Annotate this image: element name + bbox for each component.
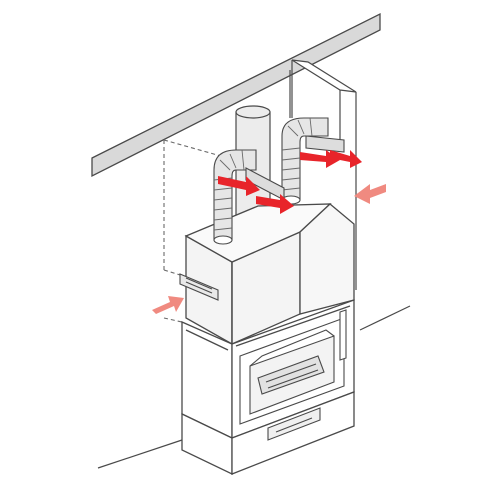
hot-air-arrow-left-out: [256, 194, 294, 214]
cold-air-arrow-left: [152, 296, 184, 314]
cold-air-arrow-right: [354, 184, 386, 204]
hot-air-arrow-left: [218, 176, 260, 196]
hot-air-arrow-right-out: [330, 150, 362, 168]
fire-opening: [239, 317, 345, 425]
ceiling: [91, 12, 381, 178]
door-handle: [339, 309, 347, 361]
cold-air-arrows: [152, 184, 386, 314]
side-casing: [291, 59, 357, 290]
ash-drawer: [267, 407, 321, 441]
hot-air-arrows: [218, 150, 362, 214]
wall-lines: [97, 70, 411, 469]
convection-hood: [184, 203, 355, 346]
hood-side-grille: [179, 273, 219, 301]
flexible-ducts: [213, 117, 329, 245]
